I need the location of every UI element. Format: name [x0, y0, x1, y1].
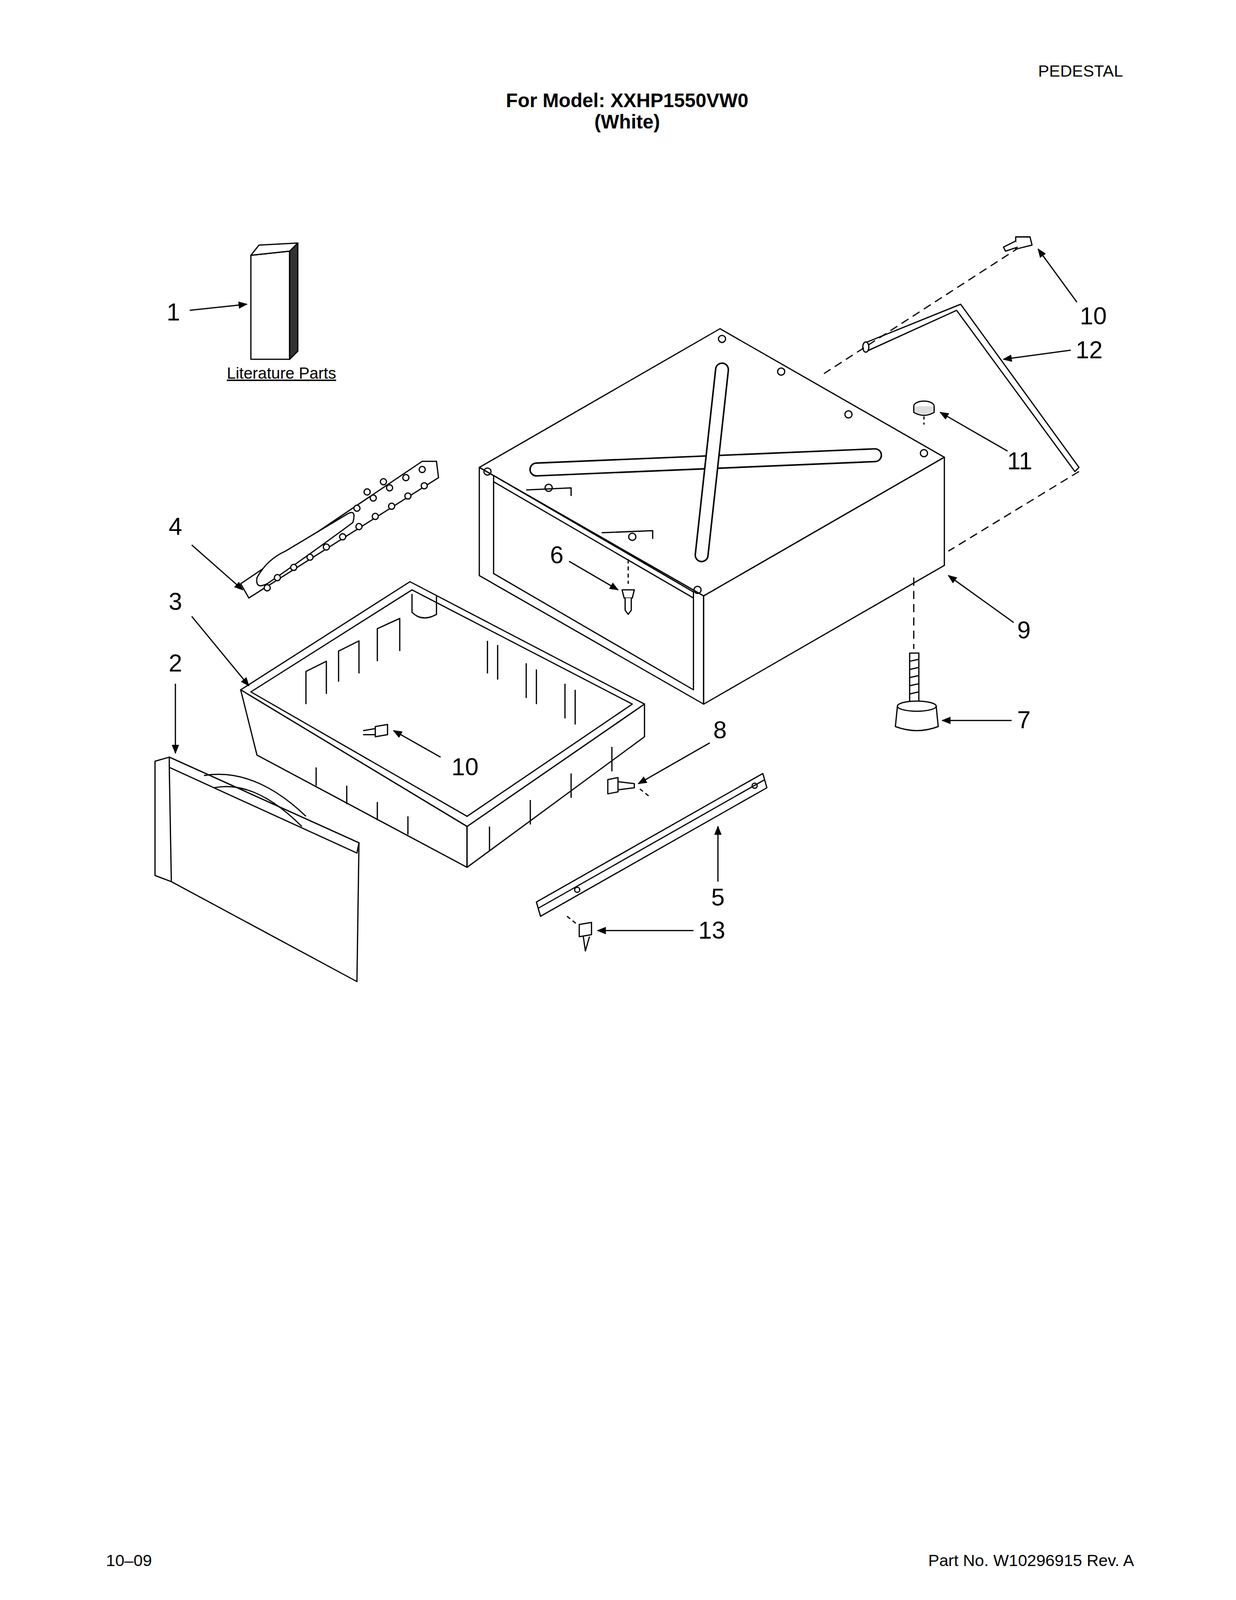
callout-number: 3: [168, 588, 183, 616]
callout-number: 11: [1007, 447, 1033, 475]
drawer-slide: [536, 773, 767, 917]
callout-number: 8: [713, 716, 727, 744]
callout-number: 10: [1079, 302, 1108, 330]
callout-number: 2: [168, 649, 183, 677]
screw-part: [567, 777, 649, 951]
callout-number: 9: [1016, 617, 1031, 644]
part-number: Part No. W10296915 Rev. A: [928, 1551, 1135, 1569]
callout-number: 5: [711, 884, 725, 911]
screw-part: [621, 558, 634, 615]
literature-book: [251, 242, 299, 360]
callout-number: 4: [168, 512, 183, 540]
leveling-foot: [895, 577, 938, 731]
pedestal-cabinet: [479, 328, 945, 704]
literature-label: Literature Parts: [226, 364, 337, 382]
bumper-part: [913, 400, 935, 425]
revision-date: 10–09: [106, 1551, 153, 1569]
drawer-trim-plate: [240, 460, 439, 598]
support-bracket: [824, 247, 1079, 552]
callout-number: 1: [166, 298, 181, 326]
model-title: For Model: XXHP1550VW0 (White): [476, 89, 778, 133]
header-label: PEDESTAL: [1038, 62, 1124, 81]
callout-number: 12: [1075, 336, 1103, 364]
callout-number: 10: [451, 753, 479, 781]
drawer-front: [155, 757, 360, 982]
callout-number: 7: [1016, 706, 1031, 734]
callout-number: 13: [698, 916, 726, 944]
leader-line: [175, 249, 1078, 931]
callout-number: 6: [550, 541, 564, 569]
screw-part: [1003, 237, 1032, 252]
